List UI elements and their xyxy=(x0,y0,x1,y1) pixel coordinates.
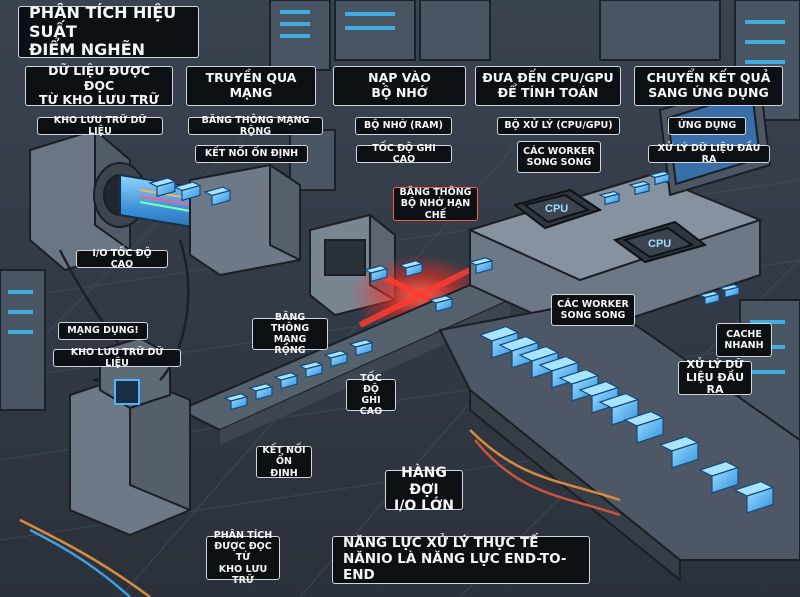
cpu-chip-label-1: CPU xyxy=(545,203,568,215)
transit-data-block-face xyxy=(475,260,493,275)
label-storage-top: KHO LƯU TRỮ DỮ LIỆU xyxy=(37,115,163,137)
label-memory-bandwidth: BĂNG THÔNG BỘ NHỚ HẠN CHẾ xyxy=(393,187,478,221)
compute-data-block-face xyxy=(704,293,720,306)
label-stable-bottom: KẾT NỐI ỔN ĐỊNH xyxy=(256,445,312,479)
conveyor-data-block-face xyxy=(230,396,248,411)
stage-4-heading: ĐƯA ĐẾN CPU/GPU ĐỂ TÍNH TOÁN xyxy=(475,66,621,106)
output-data-block-face xyxy=(711,466,739,494)
label-io-speed: I/O TỐC ĐỘ CAO xyxy=(76,248,168,270)
label-output-top: XỬ LÝ DỮ LIỆU ĐẦU RA xyxy=(648,143,770,165)
storage-unit-top xyxy=(29,127,147,272)
page-title: PHÂN TÍCH HIỆU SUẤT ĐIỂM NGHẼN xyxy=(18,3,199,59)
tube-data-block-face xyxy=(156,180,176,198)
rack-lights xyxy=(8,10,785,374)
label-storage-left: KHO LƯU TRỮ DỮ LIỆU xyxy=(53,347,181,369)
label-bandwidth-top: BĂNG THÔNG MẠNG RỘNG xyxy=(188,115,323,137)
label-stable-top: KẾT NỐI ỔN ĐỊNH xyxy=(195,145,308,163)
stage-5-heading: CHUYỂN KẾT QUẢ SANG ỨNG DỤNG xyxy=(634,66,783,106)
output-data-block-face xyxy=(671,441,699,469)
label-application: ỨNG DỤNG xyxy=(668,117,746,135)
output-data-block-face xyxy=(636,416,664,444)
compute-data-block-face xyxy=(654,173,670,186)
label-high-speed: TỐC ĐỘ GHI CAO xyxy=(356,143,452,165)
conveyor-data-block-face xyxy=(255,386,273,401)
stage-2-heading: TRUYỀN QUA MẠNG xyxy=(186,66,316,106)
transit-data-block-face xyxy=(435,298,453,313)
label-io-queue: HÀNG ĐỢI I/O LỚN xyxy=(385,465,463,514)
compute-data-block-face xyxy=(724,286,740,299)
tube-data-block-face xyxy=(181,184,201,202)
label-cache: CACHE NHANH xyxy=(716,323,772,357)
label-network-down: MẠNG DỤNG! xyxy=(58,322,148,340)
conveyor-data-block-face xyxy=(280,375,298,390)
label-output-right: XỬ LÝ DỮ LIỆU ĐẦU RA xyxy=(678,358,752,396)
cpu-chip-2 xyxy=(612,220,708,264)
transit-data-block-face xyxy=(370,268,388,283)
stage-1-heading: DỮ LIỆU ĐƯỢC ĐỌC TỪ KHO LƯU TRỮ xyxy=(25,63,173,107)
footer-statement: NĂNG LỰC XỬ LÝ THỰC TẾ NĂNIO LÀ NĂNG LỰC… xyxy=(332,535,590,584)
conveyor-data-block-face xyxy=(330,353,348,368)
conveyor-data-block-face xyxy=(305,364,323,379)
transit-data-block-face xyxy=(405,263,423,278)
cpu-chip-1 xyxy=(512,188,603,230)
compute-data-block-face xyxy=(604,193,620,206)
stage-3-heading: NẠP VÀO BỘ NHỚ xyxy=(333,66,466,106)
cpu-chip-label-2: CPU xyxy=(648,238,671,250)
label-analysis: PHÂN TÍCH ĐƯỢC ĐỌC TỪ KHO LƯU TRỮ xyxy=(206,530,280,586)
label-workers-mid: CÁC WORKER SONG SONG xyxy=(551,294,635,326)
label-ram: BỘ NHỚ (RAM) xyxy=(355,117,452,135)
network-switch-box xyxy=(189,163,301,277)
tube-data-block-face xyxy=(211,189,231,207)
compute-data-block-face xyxy=(634,183,650,196)
label-processor: BỘ XỬ LÝ (CPU/GPU) xyxy=(497,117,620,135)
label-workers-top: CÁC WORKER SONG SONG xyxy=(517,141,601,173)
output-data-block-face xyxy=(746,486,774,514)
label-write-speed: TỐC ĐỘ GHI CAO xyxy=(346,373,396,417)
data-blocks xyxy=(148,170,775,514)
conveyor-data-block-face xyxy=(355,342,373,357)
label-bandwidth-mid: BĂNG THÔNG MẠNG RỘNG xyxy=(252,312,328,356)
